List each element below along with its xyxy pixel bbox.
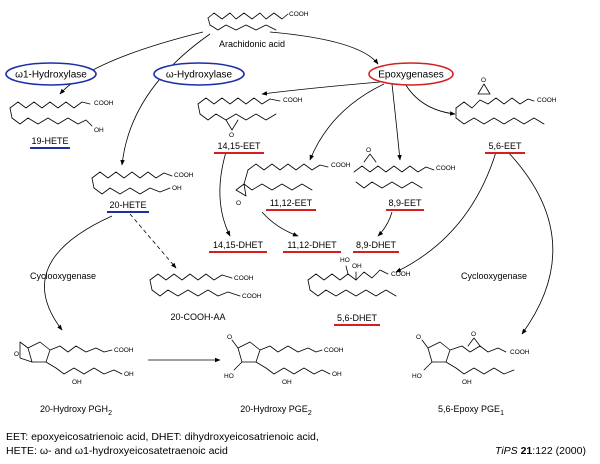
arachidonic-cooh: COOH [289, 11, 309, 18]
enzyme-epoxygenases: Epoxygenases [368, 62, 454, 86]
structure-20-cooh-aa: COOH COOH [149, 273, 262, 300]
svg-text:COOH: COOH [234, 275, 254, 282]
label-8-9-eet: 8,9-EET [388, 198, 422, 208]
legend-line-1: EET: epoxyeicosatrienoic acid, DHET: dih… [6, 431, 319, 443]
svg-text:COOH: COOH [174, 172, 194, 179]
label-11-12-dhet: 11,12-DHET [287, 240, 337, 250]
citation-volume: 21 [520, 445, 533, 457]
label-5-6-dhet: 5,6-DHET [337, 313, 378, 323]
arrow-8-9-eet-to-dhet [377, 211, 393, 237]
citation-journal: TiPS [495, 445, 518, 457]
arrow-20-hete-to-20-cooh-aa [129, 213, 177, 269]
structure-arachidonic-acid: COOH [207, 11, 309, 31]
svg-text:COOH: COOH [283, 97, 303, 104]
structure-5-6-eet: O COOH [455, 77, 557, 125]
svg-text:COOH: COOH [510, 349, 530, 356]
svg-text:OH: OH [124, 371, 134, 378]
arrow-epox-to-11-12-eet [309, 83, 385, 161]
svg-text:O: O [416, 334, 421, 341]
svg-text:COOH: COOH [94, 100, 114, 107]
label-20-hydroxy-pgh2: 20-Hydroxy PGH2 [40, 404, 112, 417]
svg-text:COOH: COOH [331, 162, 351, 169]
svg-text:O: O [229, 132, 234, 139]
label-11-12-eet: 11,12-EET [270, 198, 313, 208]
legend-line-2: HETE: ω- and ω1-hydroxyeicosatetraenoic … [6, 445, 228, 457]
svg-text:COOH: COOH [537, 97, 557, 104]
svg-text:OH: OH [462, 379, 472, 386]
svg-text:OH: OH [94, 127, 104, 134]
arrow-epox-to-8-9-eet [391, 83, 402, 161]
structure-5-6-epoxy-pge1: O O HO COOH OH [412, 331, 530, 386]
label-14-15-eet: 14,15-EET [217, 141, 261, 151]
arrow-aa-to-epoxygenases [269, 31, 379, 65]
svg-text:COOH: COOH [436, 165, 456, 172]
arrow-epox-to-14-15-eet [261, 81, 381, 96]
svg-text:Epoxygenases: Epoxygenases [378, 70, 444, 81]
reaction-arrows [44, 31, 554, 363]
enzyme-cyclooxygenase-right: Cyclooxygenase [461, 271, 527, 281]
label-20-hydroxy-pge2: 20-Hydroxy PGE2 [240, 404, 312, 417]
label-arachidonic-acid: Arachidonic acid [219, 39, 285, 49]
structure-20-hydroxy-pge2: O HO COOH OH OH [224, 334, 344, 386]
enzyme-cyclooxygenase-left: Cyclooxygenase [30, 271, 96, 281]
svg-text:OH: OH [352, 263, 362, 270]
label-20-cooh-aa: 20-COOH-AA [170, 312, 225, 322]
label-5-6-epoxy-pge1: 5,6-Epoxy PGE1 [438, 404, 504, 417]
label-14-15-dhet: 14,15-DHET [213, 240, 264, 250]
enzyme-omega1-hydroxylase: ω1-Hydroxylase [5, 62, 97, 86]
svg-text:COOH: COOH [324, 347, 344, 354]
citation-pages: :122 (2000) [532, 445, 586, 457]
structure-19-hete: COOH OH [9, 100, 114, 134]
svg-text:O: O [471, 331, 476, 338]
structure-20-hydroxy-pgh2: O COOH OH OH [14, 341, 134, 386]
svg-text:OH: OH [282, 379, 292, 386]
eicosanoid-pathway-diagram: COOH COOH OH COOH OH O COOH O COOH O COO [5, 11, 557, 417]
svg-text:O: O [227, 334, 232, 341]
svg-text:COOH: COOH [391, 271, 411, 278]
svg-text:COOH: COOH [114, 347, 134, 354]
arrow-epox-to-5-6-eet [403, 81, 456, 116]
citation: TiPS 21:122 (2000) [495, 444, 586, 458]
svg-text:OH: OH [172, 185, 182, 192]
arrow-aa-to-19-hete [59, 31, 204, 95]
structure-8-9-eet: O COOH [353, 147, 456, 189]
arrow-14-15-eet-to-dhet [219, 151, 231, 237]
svg-text:HO: HO [412, 373, 422, 380]
structure-20-hete: COOH OH [91, 171, 194, 195]
svg-text:ω1-Hydroxylase: ω1-Hydroxylase [15, 70, 87, 81]
svg-text:O: O [236, 200, 241, 207]
structure-11-12-eet: O COOH [235, 162, 351, 207]
arrow-aa-to-20-hete [120, 33, 211, 166]
label-20-hete: 20-HETE [109, 200, 146, 210]
label-5-6-eet: 5,6-EET [488, 141, 522, 151]
abbreviation-legend: EET: epoxyeicosatrienoic acid, DHET: dih… [6, 430, 319, 458]
svg-text:OH: OH [72, 379, 82, 386]
svg-text:COOH: COOH [242, 293, 262, 300]
svg-text:HO: HO [224, 373, 234, 380]
arrow-11-12-eet-to-dhet [261, 211, 299, 237]
arrow-20-hete-to-pgh2 [44, 215, 113, 331]
arrow-5-6-eet-to-pge1 [507, 151, 554, 335]
svg-text:OH: OH [332, 371, 342, 378]
svg-text:O: O [366, 147, 371, 154]
label-8-9-dhet: 8,9-DHET [356, 240, 397, 250]
svg-text:ω-Hydroxylase: ω-Hydroxylase [166, 70, 233, 81]
svg-text:HO: HO [340, 257, 350, 264]
structure-5-6-dhet: HO OH COOH [307, 257, 411, 297]
svg-text:O: O [14, 351, 19, 358]
structure-14-15-eet: O COOH [197, 97, 303, 139]
svg-text:O: O [481, 77, 486, 84]
label-19-hete: 19-HETE [31, 136, 68, 146]
enzyme-omega-hydroxylase: ω-Hydroxylase [153, 62, 245, 86]
arrow-5-6-eet-to-dhet [395, 151, 497, 273]
